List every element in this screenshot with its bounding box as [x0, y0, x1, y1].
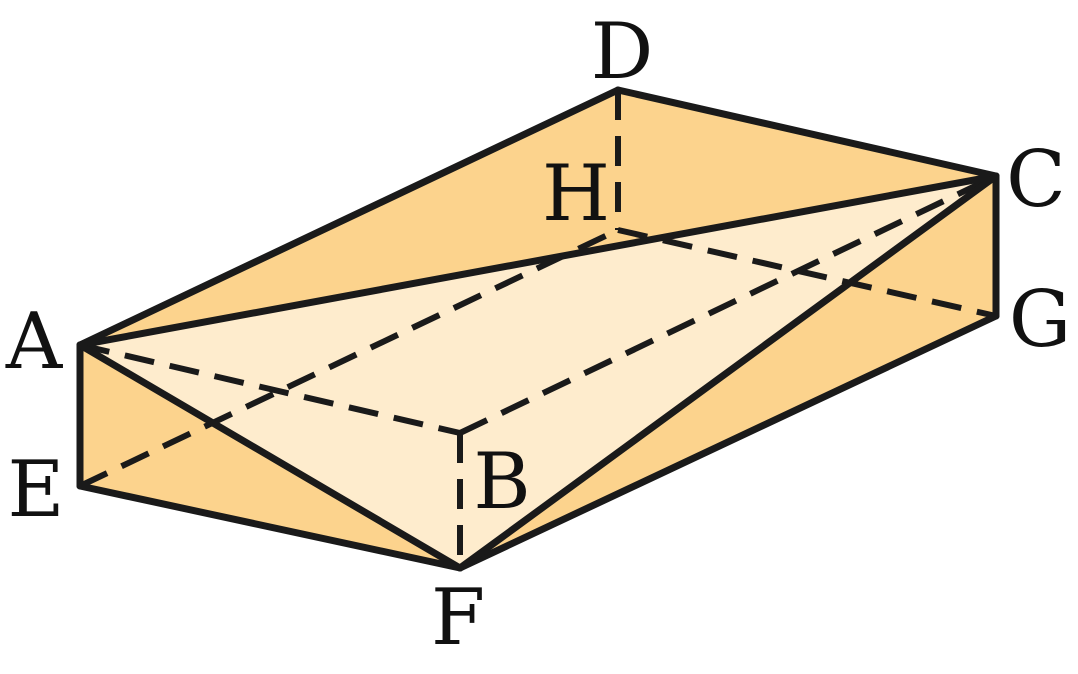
edge-G-F — [456, 312, 1000, 572]
edge-A-B — [79, 342, 461, 436]
edge-A-F — [76, 341, 464, 572]
edge-E-F — [76, 482, 464, 572]
vertex-label-E: E — [8, 445, 65, 535]
face-section-plane — [80, 176, 996, 568]
edge-A-D — [76, 86, 622, 349]
vertex-label-D: D — [591, 7, 654, 97]
edge-A-C — [76, 172, 1000, 349]
edge-E-H — [78, 227, 620, 489]
vertex-label-G: G — [1009, 275, 1071, 365]
vertex-label-H: H — [542, 149, 610, 239]
face-top-left — [80, 90, 996, 345]
vertex-label-B: B — [473, 437, 530, 527]
edge-B-C — [458, 173, 998, 436]
edge-H-G — [617, 227, 997, 319]
vertex-label-F: F — [431, 573, 485, 663]
vertex-label-C: C — [1006, 135, 1066, 225]
edge-D-C — [614, 86, 1000, 180]
vertex-label-A: A — [5, 297, 64, 387]
edge-C-F — [456, 172, 1000, 572]
